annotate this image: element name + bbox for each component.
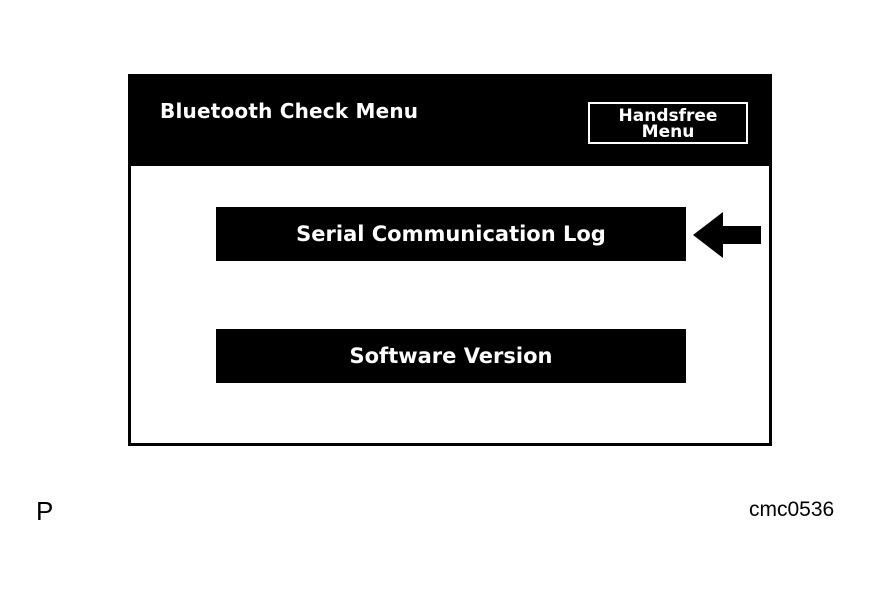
left-arrow-icon: [693, 212, 761, 258]
serial-communication-log-button[interactable]: Serial Communication Log: [216, 207, 686, 261]
screen-header: Bluetooth Check Menu Handsfree Menu: [131, 77, 769, 166]
software-version-button[interactable]: Software Version: [216, 329, 686, 383]
figure-code: cmc0536: [749, 498, 835, 521]
handsfree-button-label-line1: Handsfree: [618, 106, 718, 126]
screen-title: Bluetooth Check Menu: [160, 99, 419, 123]
bluetooth-check-screen: Bluetooth Check Menu Handsfree Menu Seri…: [128, 74, 772, 446]
handsfree-menu-button[interactable]: Handsfree Menu: [588, 102, 748, 144]
figure-corner-label: P: [36, 496, 54, 526]
handsfree-button-label-line2: Menu: [641, 122, 695, 142]
